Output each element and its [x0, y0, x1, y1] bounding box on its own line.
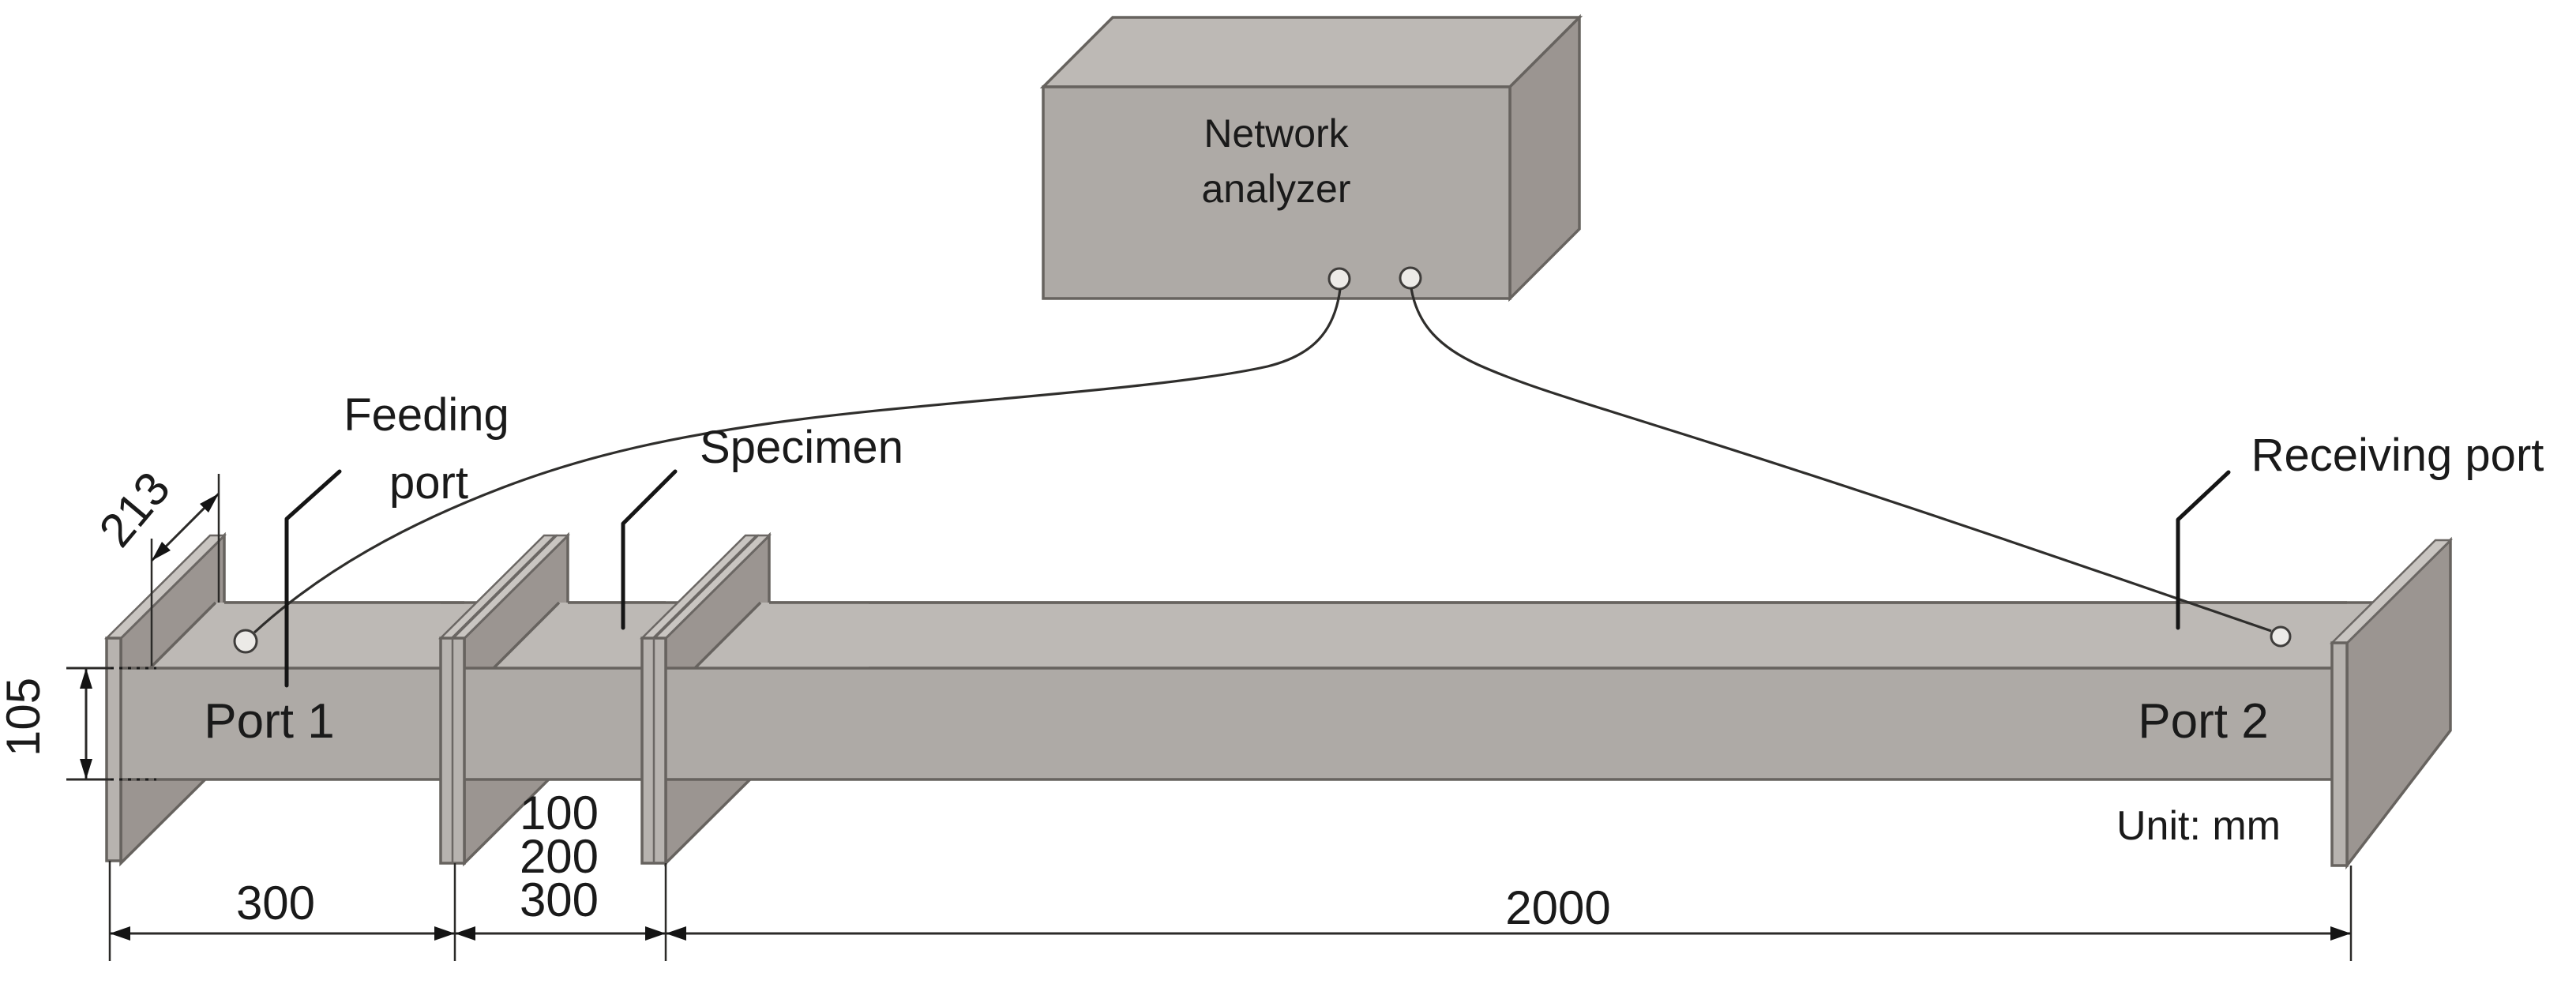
dim105-arrow-up	[80, 668, 92, 689]
dim213-arrow-high	[200, 494, 219, 513]
dim105-arrow-down	[80, 759, 92, 779]
arrow-seg3-left	[666, 926, 686, 941]
specimen-label: Specimen	[700, 422, 903, 473]
dim213-arrow-low	[152, 542, 171, 561]
tube-front-face	[117, 667, 2349, 781]
feeding-port-leader	[284, 469, 342, 688]
network-analyzer: Network analyzer	[1039, 13, 1583, 302]
dim213-value: 213	[88, 462, 180, 557]
dim-mid-value-200: 200	[520, 830, 599, 883]
dim2000-value: 2000	[1505, 881, 1610, 934]
dim-mid-value-100: 100	[520, 787, 599, 839]
tube-top-section1	[150, 603, 441, 668]
dim-height-105: 105	[0, 667, 156, 781]
analyzer-port2-connector	[1399, 266, 1422, 290]
cable-to-feeding-port	[253, 288, 1342, 634]
arrow-seg1-right	[434, 926, 455, 941]
analyzer-label-line1: Network	[1204, 111, 1349, 156]
feeding-port-label-line1: Feeding	[344, 389, 509, 441]
dim-bottom: 300 100 200 300 2000	[108, 787, 2353, 961]
tube-top-section2-edge	[492, 601, 561, 670]
right-flange-front-strip	[2330, 641, 2349, 867]
tube-top-section3-edge	[693, 601, 762, 670]
arrow-left-end	[110, 926, 130, 941]
cable-to-receiving-port	[1410, 287, 2272, 633]
analyzer-port1-connector	[1327, 267, 1351, 291]
dim300-left-value: 300	[236, 877, 315, 930]
receiving-port-label: Receiving port	[2251, 430, 2544, 481]
tube-top-section3	[695, 603, 869, 668]
port1-label: Port 1	[204, 694, 334, 749]
callouts: Feeding port Specimen Receiving port	[284, 389, 2544, 688]
receiving-port-hole	[2270, 625, 2292, 648]
specimen-leader	[621, 469, 678, 630]
arrow-right-end	[2330, 926, 2351, 941]
analyzer-label-line2: analyzer	[1202, 167, 1351, 211]
receiving-port-leader	[2176, 470, 2231, 630]
arrow-seg2-right	[645, 926, 666, 941]
dim-mid-value-300: 300	[520, 873, 599, 926]
waveguide-tube	[103, 531, 2454, 870]
dim105-value: 105	[0, 678, 50, 757]
feeding-port-hole	[233, 629, 258, 654]
unit-note: Unit: mm	[2116, 803, 2281, 849]
analyzer-top-face	[1039, 16, 1583, 88]
analyzer-front-face	[1042, 85, 1511, 300]
feeding-port-label-line2: port	[389, 457, 468, 509]
port2-label: Port 2	[2138, 694, 2268, 749]
tube-top-left-end-edge	[148, 601, 217, 670]
arrow-seg2-left	[455, 926, 475, 941]
left-flange-front-strip	[105, 637, 122, 862]
